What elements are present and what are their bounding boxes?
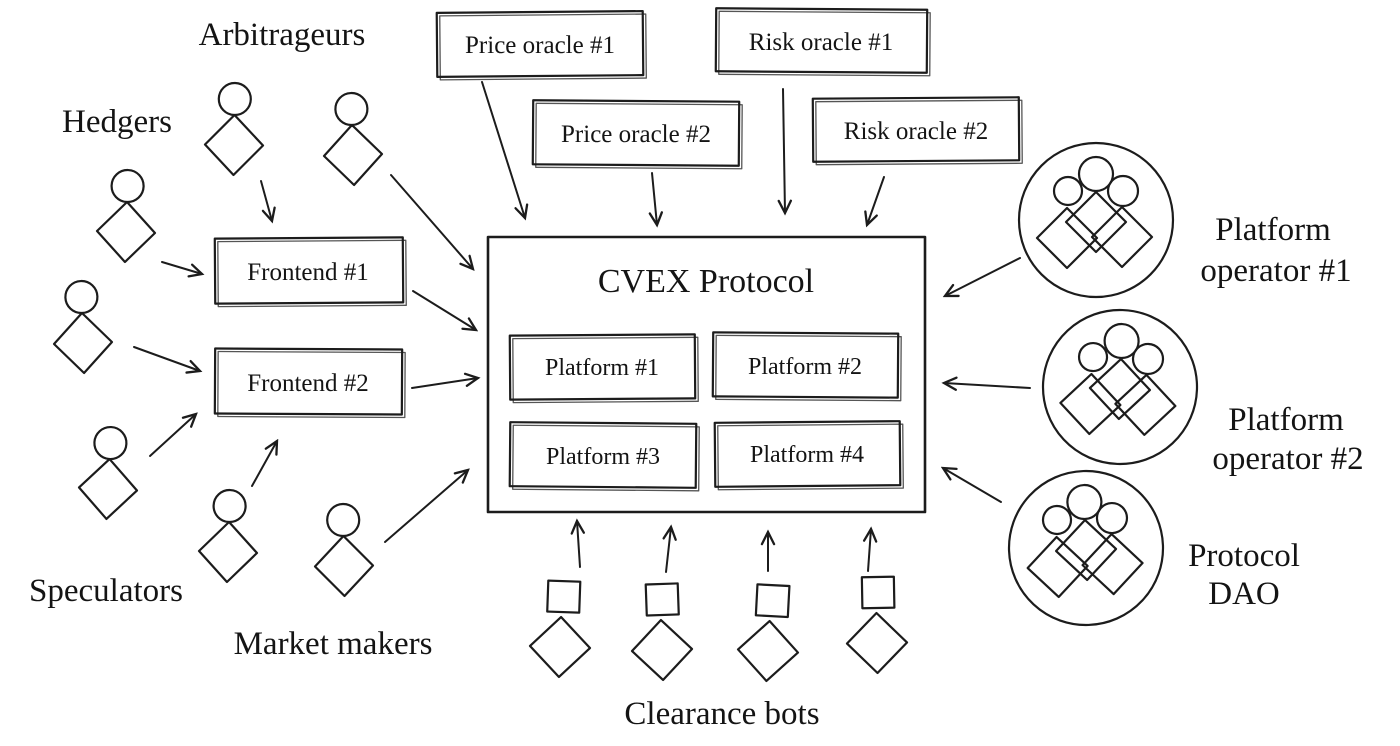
cvex-protocol-box [486,235,927,514]
price-oracle-2-label: Price oracle #2 [561,121,711,148]
box-outline-sketch [217,239,407,308]
box-outline [811,96,1021,163]
platform-1-label: Platform #1 [545,355,659,381]
box-outline [714,7,929,74]
platform-4-box [713,420,904,491]
risk-oracle-1-label: Risk oracle #1 [749,29,893,56]
risk-oracle-2-label: Risk oracle #2 [844,118,988,145]
arrow-bot4-to-cvex [868,529,871,572]
box-outline-sketch [512,424,700,492]
frontend-1-label: Frontend #1 [247,259,369,286]
arrow-speculator1-to-frontend2 [149,414,196,457]
arrow-risk-oracle1-to-cvex [783,88,785,213]
price-oracle-1-label: Price oracle #1 [465,32,615,59]
clearance-bots-label: Clearance bots [624,696,819,732]
risk-oracle-1-box [714,7,931,77]
arrow-hedger2-to-frontend2 [133,346,200,371]
platform-operator-2-label-line1: Platform [1228,402,1344,438]
arrow-bot1-to-cvex [577,521,580,568]
platform-operator-2-label-line2: operator #2 [1212,441,1363,477]
market-maker-person-icon [312,502,375,598]
platform-3-label: Platform #3 [546,444,660,470]
box-outline [711,331,900,399]
arrow-hedger1-to-frontend1 [161,261,202,274]
arrow-speculator2-to-frontend2 [251,441,277,487]
price-oracle-2-box [531,99,743,170]
clearance-bot-icon-2 [628,581,695,683]
clearance-bot-icon-3 [735,582,803,684]
market-makers-label: Market makers [234,626,433,662]
arrow-risk-oracle2-to-cvex [867,176,885,225]
arrow-frontend1-to-cvex [412,290,476,330]
platform-operator-2-group-icon [1039,306,1201,468]
box-outline [213,347,404,416]
arrow-price-oracle1-to-cvex [481,81,525,218]
box-outline-sketch [439,13,647,81]
protocol-dao-label-line1: Protocol [1188,538,1300,574]
box-outline-sketch [715,334,902,402]
platform-3-box [508,421,700,492]
speculator-person-icon-2 [196,487,261,585]
arrow-marketmaker-to-cvex [384,470,468,543]
frontend-2-box [213,347,406,419]
box-outline-sketch [815,99,1023,166]
protocol-dao-label-line2: DAO [1208,576,1280,612]
platform-1-box [508,333,699,404]
box-outline-sketch [535,102,743,170]
arrow-arbitrageur2-to-cvex [390,174,473,269]
arrow-operator2-to-cvex [944,383,1031,388]
hedgers-label: Hedgers [62,104,172,140]
box-outline [713,420,902,488]
arrow-arbitrageur1-to-frontend1 [260,180,272,221]
box-outline [213,236,405,305]
speculator-person-icon-1 [76,424,142,522]
protocol-dao-group-icon [1005,467,1167,629]
platform-operator-1-label-line2: operator #1 [1200,253,1351,289]
platform-operator-1-group-icon [1017,141,1175,299]
arrow-bot2-to-cvex [666,527,671,573]
arbitrageurs-label: Arbitrageurs [199,17,366,53]
hedger-person-icon-2 [50,278,115,376]
clearance-bot-icon-4 [844,575,909,675]
arbitrageur-person-icon-2 [320,90,385,188]
platform-4-label: Platform #4 [750,442,864,468]
frontend-2-label: Frontend #2 [247,370,369,397]
box-outline [531,99,741,167]
clearance-bot-icon-1 [527,578,594,680]
box-outline [508,333,697,401]
arbitrageur-person-icon-1 [203,81,266,177]
platform-operator-1-label-line1: Platform [1215,212,1331,248]
price-oracle-1-box [435,10,647,81]
risk-oracle-2-box [811,96,1023,166]
arrow-dao-to-cvex [943,468,1002,503]
box-outline-sketch [217,350,406,419]
box-outline [435,10,645,78]
platform-2-label: Platform #2 [748,354,862,380]
box-outline-sketch [718,10,931,77]
cvex-protocol-title: CVEX Protocol [598,263,814,300]
frontend-1-box [213,236,407,308]
speculators-label: Speculators [29,573,183,609]
arrow-operator1-to-cvex [945,257,1021,296]
arrow-frontend2-to-cvex [411,378,478,389]
platform-2-box [711,331,902,402]
hedger-person-icon-1 [94,167,159,265]
box-outline-sketch [512,336,699,404]
box-outline-sketch [717,423,904,491]
arrow-price-oracle2-to-cvex [652,172,657,225]
box-outline [508,421,698,489]
